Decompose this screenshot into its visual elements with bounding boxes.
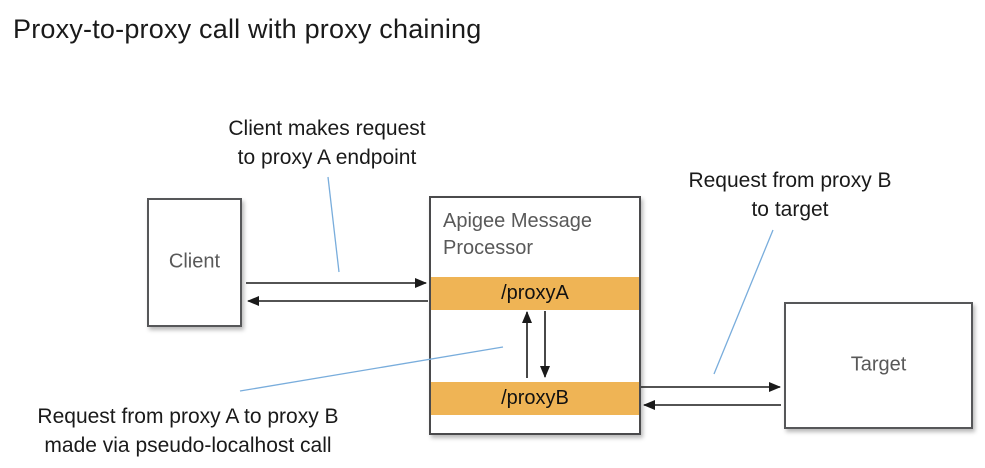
message-processor-box: Apigee Message Processor /proxyA /proxyB (429, 196, 641, 435)
annotation-chain-request: Request from proxy A to proxy B made via… (8, 402, 368, 460)
annotation-client-request-line2: to proxy A endpoint (237, 146, 417, 169)
annotation-target-request-line1: Request from proxy B (688, 169, 892, 192)
annotation-client-request-line1: Client makes request (228, 117, 426, 140)
diagram-title: Proxy-to-proxy call with proxy chaining (13, 14, 482, 44)
annotation-target-request: Request from proxy B to target (640, 166, 940, 224)
proxy-a-endpoint-label: /proxyA (501, 282, 569, 304)
proxy-b-endpoint-bar: /proxyB (431, 382, 639, 415)
proxy-b-endpoint-label: /proxyB (501, 387, 569, 409)
annotation-chain-request-line1: Request from proxy A to proxy B (37, 405, 339, 428)
annotation-client-request: Client makes request to proxy A endpoint (172, 114, 482, 172)
leader-line-target-request (713, 229, 774, 375)
proxy-a-endpoint-bar: /proxyA (431, 277, 639, 310)
target-label: Target (850, 352, 907, 375)
leader-line-client-request (327, 176, 340, 273)
client-box: Client (147, 198, 242, 327)
annotation-target-request-line2: to target (751, 198, 829, 221)
message-processor-label: Apigee Message Processor (443, 210, 592, 259)
target-box: Target (784, 302, 973, 429)
client-label: Client (168, 249, 221, 272)
annotation-chain-request-line2: made via pseudo-localhost call (44, 434, 332, 457)
